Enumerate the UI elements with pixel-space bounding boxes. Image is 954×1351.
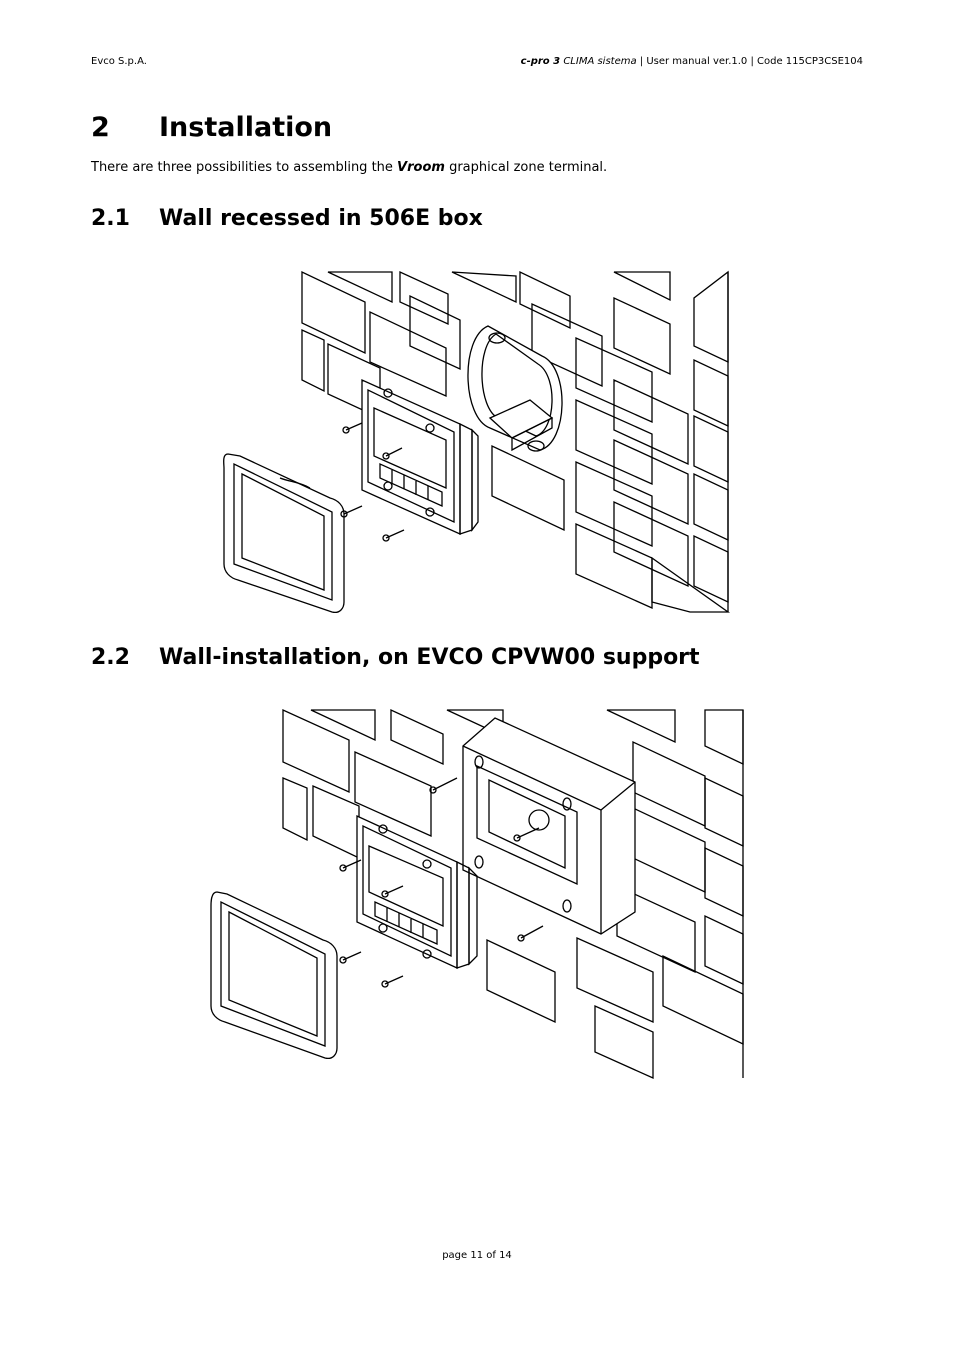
section-heading: 2 Installation bbox=[91, 112, 332, 143]
wall-recessed-installation-figure bbox=[220, 268, 732, 618]
header-manual-code: | User manual ver.1.0 | Code 115CP3CSE10… bbox=[636, 56, 863, 67]
header-product-line: CLIMA sistema bbox=[563, 56, 637, 67]
section-title: Installation bbox=[159, 112, 333, 143]
front-frame-1 bbox=[224, 454, 344, 612]
screws-1 bbox=[341, 423, 404, 541]
intro-paragraph: There are three possibilities to assembl… bbox=[91, 160, 607, 175]
terminal-body-2 bbox=[357, 816, 477, 968]
intro-product-name: Vroom bbox=[397, 160, 445, 175]
intro-text-before: There are three possibilities to assembl… bbox=[91, 160, 398, 175]
header-company: Evco S.p.A. bbox=[91, 56, 147, 67]
intro-text-after: graphical zone terminal. bbox=[444, 160, 608, 175]
subsection-heading-wall-recessed: 2.1 Wall recessed in 506E box bbox=[91, 206, 483, 231]
header-product-name: c-pro 3 bbox=[520, 56, 561, 67]
header-document-info: c-pro 3 CLIMA sistema | User manual ver.… bbox=[521, 56, 863, 67]
page-footer: page 11 of 14 bbox=[442, 1250, 512, 1261]
subsection-title: Wall recessed in 506E box bbox=[159, 206, 483, 231]
wall-support-installation-figure bbox=[205, 706, 747, 1081]
subsection-number: 2.2 bbox=[91, 645, 130, 670]
cpvw00-support bbox=[463, 718, 635, 934]
section-number: 2 bbox=[91, 112, 110, 143]
subsection-title: Wall-installation, on EVCO CPVW00 suppor… bbox=[159, 645, 700, 670]
front-frame-2 bbox=[211, 892, 337, 1058]
terminal-body-1 bbox=[362, 380, 478, 534]
screws-2 bbox=[340, 778, 543, 987]
subsection-number: 2.1 bbox=[91, 206, 130, 231]
subsection-heading-wall-support: 2.2 Wall-installation, on EVCO CPVW00 sup… bbox=[91, 645, 700, 670]
506e-box bbox=[468, 326, 562, 451]
